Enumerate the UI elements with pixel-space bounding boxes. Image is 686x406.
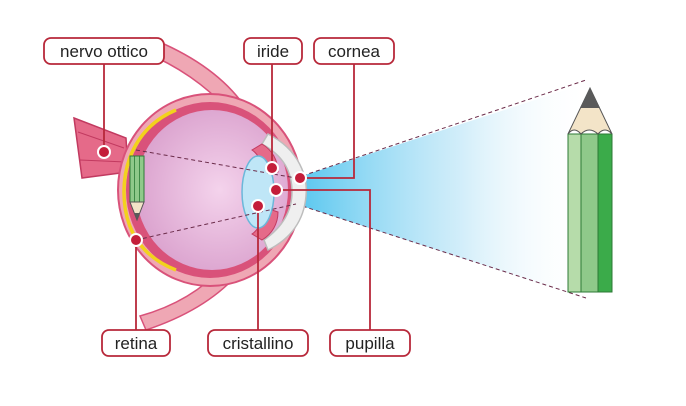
connectors [103,62,371,330]
label-pupil-text: pupilla [345,334,395,353]
inner-ray-bottom [135,203,297,241]
label-cornea: cornea [313,37,395,65]
label-optic-nerve-text: nervo ottico [60,42,148,61]
connector-pupil [276,189,371,330]
label-lens: cristallino [207,329,309,357]
marker-cornea [293,171,307,185]
marker-iris [265,161,279,175]
marker-optic-nerve [97,145,111,159]
projection-line-bottom [295,203,587,299]
label-iris-text: iride [257,42,289,61]
label-lens-text: cristallino [223,334,294,353]
connector-cornea [300,62,355,179]
projection-line-top [295,79,587,179]
pencil [567,86,613,293]
label-cornea-text: cornea [328,42,381,61]
label-iris: iride [243,37,303,65]
light-cone [296,82,590,300]
retina-image-pencil [129,155,145,222]
label-retina: retina [101,329,171,357]
label-retina-text: retina [115,334,158,353]
retina-line [122,108,177,272]
markers [97,145,307,247]
marker-retina [129,233,143,247]
marker-lens [251,199,265,213]
label-optic-nerve: nervo ottico [43,37,165,65]
vitreous-body [136,110,288,270]
marker-pupil [269,183,283,197]
label-pupil: pupilla [329,329,411,357]
